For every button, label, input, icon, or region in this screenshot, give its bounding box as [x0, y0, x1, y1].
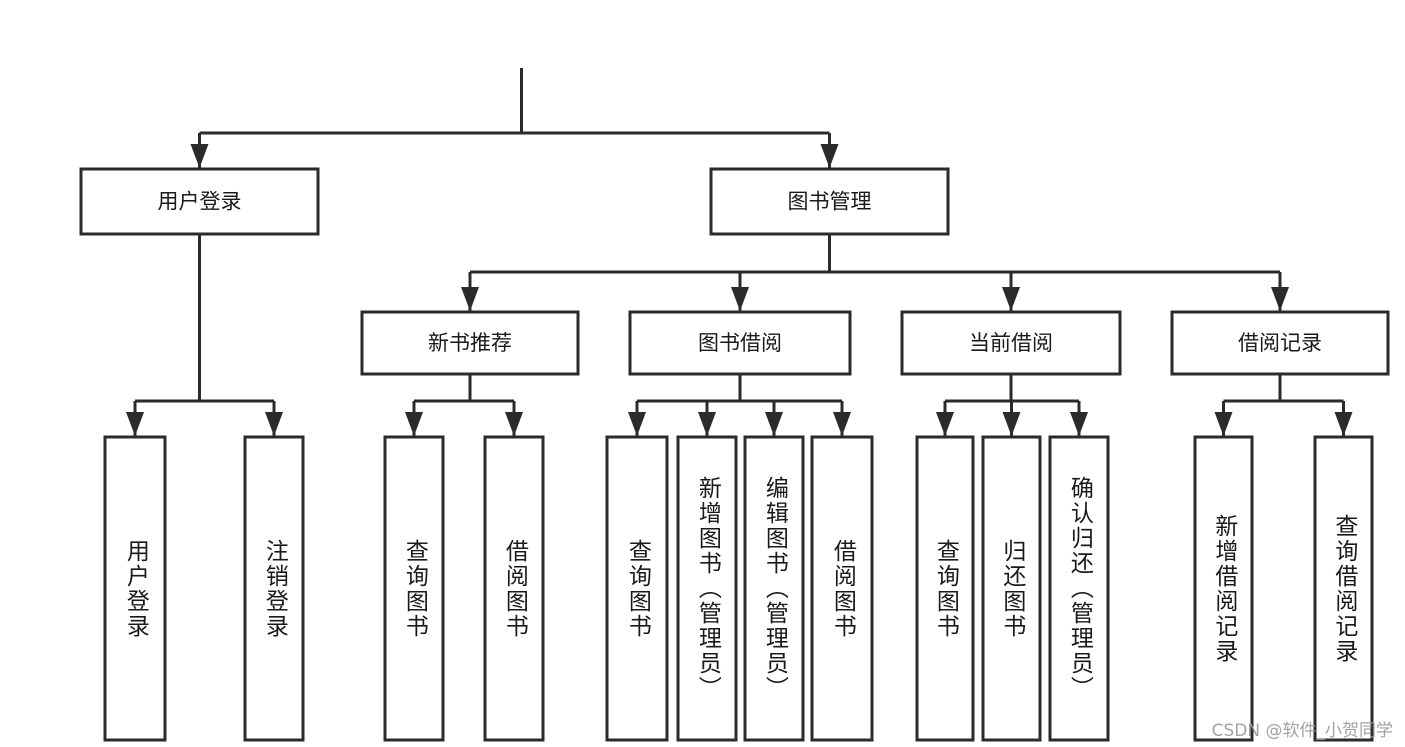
arrow-down-icon-leaf-add-book-admin — [698, 412, 716, 436]
arrow-down-icon-level2-1 — [820, 144, 839, 168]
arrow-down-icon-level2-0 — [190, 144, 209, 168]
node-new-book-recommend-box[interactable] — [360, 310, 580, 376]
arrow-down-icon-level3-1 — [731, 287, 749, 311]
node-leaf-return-book-box[interactable] — [981, 435, 1042, 742]
arrow-down-icon-leaf-query-book-recommend — [405, 412, 423, 436]
arrow-down-icon-level3-0 — [461, 287, 479, 311]
node-user-login-label: 用户登录 — [158, 190, 242, 214]
arrow-down-icon-leaf-query-borrow-record — [1334, 412, 1353, 436]
box-layer — [79, 167, 1390, 742]
node-leaf-query-borrow-record-box[interactable] — [1313, 435, 1374, 742]
csdn-watermark: CSDN @软件_小贺同学 — [1211, 721, 1393, 741]
node-borrow-record-box[interactable] — [1170, 310, 1390, 376]
node-book-borrow-box[interactable] — [628, 310, 852, 376]
node-book-manage-label: 图书管理 — [788, 190, 872, 214]
arrow-down-icon-leaf-borrow-book-recommend — [505, 412, 523, 436]
arrow-down-icon-leaf-query-book-borrow — [628, 412, 646, 436]
node-leaf-borrow-book-box[interactable] — [810, 435, 874, 742]
arrow-down-icon-level3-3 — [1271, 287, 1289, 311]
arrow-down-icon-leaf-borrow-book — [833, 412, 851, 436]
arrow-down-icon-leaf-add-borrow-record — [1214, 412, 1233, 436]
node-user-login-box[interactable] — [79, 167, 320, 236]
node-leaf-add-borrow-record-box[interactable] — [1193, 435, 1254, 742]
arrow-down-icon-level3-2 — [1002, 287, 1020, 311]
node-leaf-user-login-box[interactable] — [103, 435, 167, 742]
node-leaf-edit-book-admin-box[interactable] — [743, 435, 805, 742]
node-book-borrow-label: 图书借阅 — [698, 331, 782, 355]
node-leaf-query-book-borrow-box[interactable] — [605, 435, 669, 742]
connector-layer — [126, 68, 1353, 436]
node-leaf-logout-login-box[interactable] — [243, 435, 305, 742]
arrow-down-icon-leaf-confirm-return-admin — [1070, 412, 1088, 436]
arrow-down-icon-leaf-return-book — [1002, 412, 1021, 436]
arrow-down-icon-leaf-query-book-current — [936, 412, 954, 436]
node-leaf-add-book-admin-box[interactable] — [676, 435, 738, 742]
node-leaf-query-book-recommend-box[interactable] — [383, 435, 445, 742]
node-borrow-record-label: 借阅记录 — [1238, 331, 1322, 355]
node-current-borrow-box[interactable] — [900, 310, 1122, 376]
arrow-down-icon-leaf-user-login — [126, 412, 144, 436]
node-new-book-recommend-label: 新书推荐 — [428, 331, 512, 355]
arrow-down-icon-leaf-logout-login — [265, 412, 283, 436]
node-leaf-query-book-current-box[interactable] — [915, 435, 975, 742]
node-book-manage-box[interactable] — [709, 167, 950, 236]
node-current-borrow-label: 当前借阅 — [969, 331, 1053, 355]
node-leaf-borrow-book-recommend-box[interactable] — [483, 435, 545, 742]
arrow-down-icon-leaf-edit-book-admin — [765, 412, 783, 436]
node-leaf-confirm-return-admin-box[interactable] — [1048, 435, 1110, 742]
